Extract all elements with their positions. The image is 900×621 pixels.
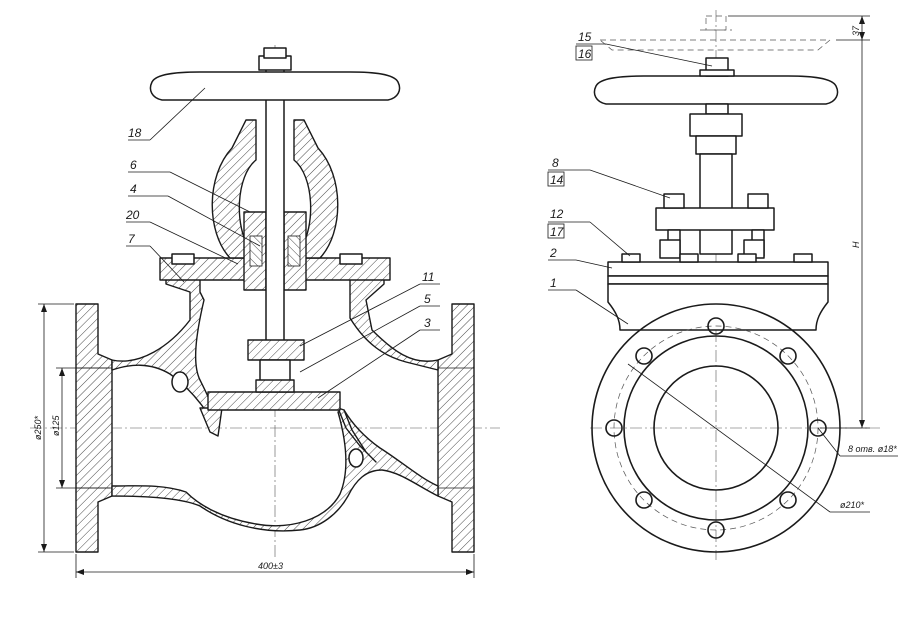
side-handwheel bbox=[593, 75, 839, 105]
yoke-right bbox=[293, 119, 339, 259]
top-nut-cap bbox=[263, 47, 287, 59]
callout-7: 7 bbox=[128, 232, 136, 246]
gland-bolt-nut-left bbox=[663, 193, 685, 209]
handwheel bbox=[149, 71, 401, 101]
svg-text:ø250*: ø250* bbox=[33, 415, 43, 440]
callout-14: 14 bbox=[550, 173, 564, 187]
callout-18: 18 bbox=[128, 126, 142, 140]
svg-text:400±3: 400±3 bbox=[258, 561, 283, 571]
dimension-bore-diameter: ø125 bbox=[51, 367, 110, 489]
right-flange bbox=[437, 303, 475, 553]
side-bore bbox=[653, 365, 779, 491]
disc-nut-5 bbox=[247, 339, 305, 361]
cover-nut-right bbox=[339, 253, 363, 265]
side-yoke-nut bbox=[689, 113, 743, 137]
side-body bbox=[607, 283, 829, 331]
side-gland-flange bbox=[655, 207, 775, 231]
callout-6: 6 bbox=[130, 158, 137, 172]
phantom-handwheel bbox=[599, 15, 831, 51]
core-right bbox=[348, 448, 364, 468]
left-flange bbox=[75, 303, 113, 553]
callout-2: 2 bbox=[549, 246, 557, 260]
body-upper-wall bbox=[111, 267, 215, 415]
callout-20: 20 bbox=[125, 208, 140, 222]
callout-16: 16 bbox=[578, 47, 592, 61]
svg-text:H: H bbox=[851, 241, 861, 248]
callout-11: 11 bbox=[422, 270, 434, 284]
seat-partition bbox=[199, 407, 223, 437]
callout-5: 5 bbox=[424, 292, 431, 306]
svg-text:37: 37 bbox=[851, 25, 861, 36]
callout-12: 12 bbox=[550, 207, 564, 221]
dimension-height: H 37 bbox=[728, 15, 870, 429]
callout-3: 3 bbox=[424, 316, 431, 330]
bolt-holes bbox=[605, 317, 827, 539]
callout-17: 17 bbox=[550, 225, 565, 239]
section-view: 18 6 4 20 7 11 5 3 400±3 bbox=[30, 45, 500, 578]
callout-15: 15 bbox=[578, 30, 592, 44]
cover-nut-left bbox=[171, 253, 195, 265]
svg-text:ø125: ø125 bbox=[51, 414, 61, 436]
side-top-washer bbox=[699, 69, 735, 77]
callout-8: 8 bbox=[552, 156, 559, 170]
disc-ring-11 bbox=[255, 379, 295, 393]
bolt-circle-note: ø210* bbox=[840, 500, 865, 510]
dimension-flange-diameter: ø250* bbox=[33, 303, 74, 553]
valve-disc bbox=[207, 391, 341, 411]
side-stem-housing bbox=[699, 153, 733, 255]
side-body-flange bbox=[607, 275, 829, 285]
callout-4: 4 bbox=[130, 182, 137, 196]
callout-1: 1 bbox=[550, 276, 557, 290]
gland-bolt-nut-right bbox=[747, 193, 769, 209]
side-cover-flange bbox=[607, 261, 829, 277]
side-flange-face bbox=[623, 335, 809, 521]
seat-partition-right bbox=[337, 407, 377, 463]
dimension-length: 400±3 bbox=[75, 554, 475, 578]
side-view: 15 16 8 14 12 17 2 1 H 37 bbox=[547, 10, 898, 560]
core-left bbox=[171, 371, 189, 393]
holes-note: 8 отв. ø18* bbox=[848, 444, 897, 454]
